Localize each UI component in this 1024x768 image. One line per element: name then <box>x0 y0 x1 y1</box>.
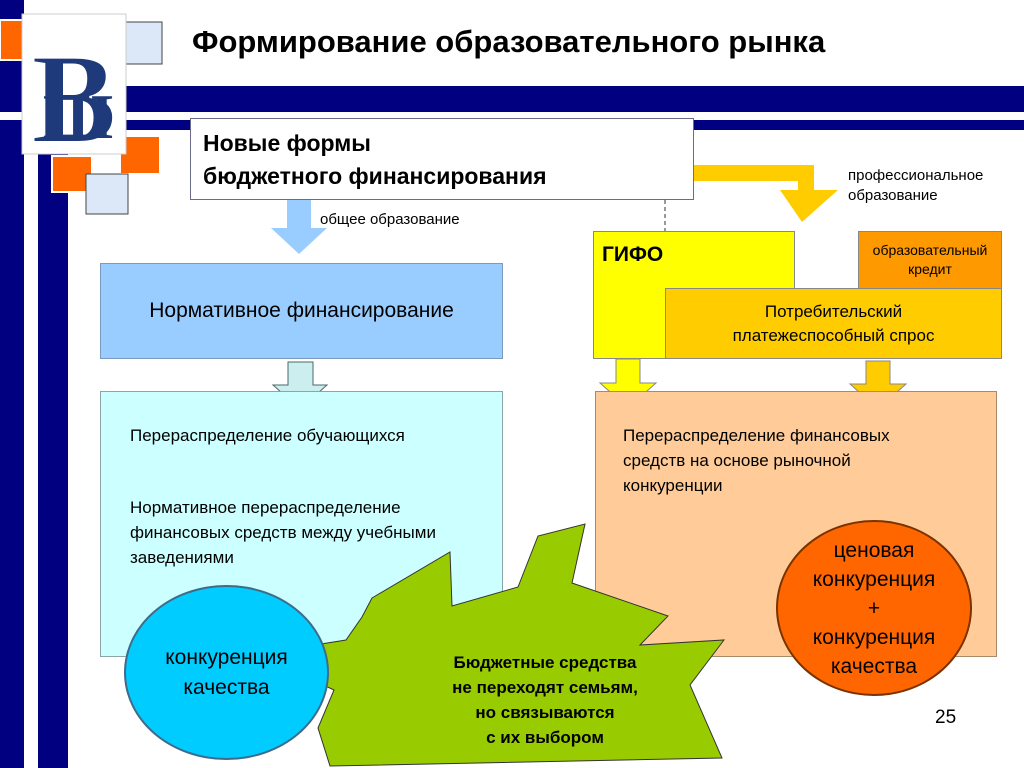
left-white-stripe <box>24 0 38 768</box>
price-competition-circle: ценовая конкуренция + конкуренция качест… <box>776 520 972 696</box>
new-forms-line1: Новые формы <box>203 130 371 156</box>
price-competition-line1: ценовая <box>833 538 915 562</box>
svg-text:В: В <box>31 28 116 170</box>
gifo-label: ГИФО <box>602 243 664 266</box>
professional-education-label: профессиональное образование <box>848 166 983 206</box>
light-square-top <box>119 21 163 65</box>
price-competition-line2: конкуренция <box>812 567 936 591</box>
professional-education-line1: профессиональное <box>848 167 984 184</box>
redistribution-funds-line3: конкуренции <box>623 476 723 495</box>
callout-line1: Бюджетные средства <box>453 653 637 672</box>
normative-financing-label: Нормативное финансирование <box>149 299 454 322</box>
header-white-gap <box>0 112 1024 120</box>
quality-competition-line1: конкуренция <box>165 645 288 669</box>
left-navy-band-inner <box>38 150 68 768</box>
svg-text:Ш: Ш <box>43 81 113 152</box>
price-competition-line4: конкуренция <box>812 625 936 649</box>
header-navy-band <box>0 86 1024 112</box>
page-number: 25 <box>935 707 957 728</box>
callout-line3: но связываются <box>475 703 615 722</box>
arrow-professional-education <box>694 165 838 222</box>
university-logo: В Ш <box>21 13 127 171</box>
educational-credit-line1: образовательный <box>872 242 988 258</box>
consumer-demand-line2: платежеспособный спрос <box>732 325 935 345</box>
redistribution-funds-line1: Перераспределение финансовых <box>623 426 890 445</box>
normative-redistribution-line3: заведениями <box>130 548 234 567</box>
educational-credit-line2: кредит <box>908 261 952 277</box>
general-education-label: общее образование <box>320 211 460 228</box>
budget-callout-text: Бюджетные средства не переходят семьям, … <box>400 650 690 750</box>
callout-line2: не переходят семьям, <box>452 678 638 697</box>
redistribution-students-text: Перераспределение обучающихся <box>130 426 405 445</box>
normative-redistribution-line2: финансовых средств между учебными <box>130 523 436 542</box>
callout-line4: с их выбором <box>486 728 604 747</box>
quality-competition-line2: качества <box>183 675 270 699</box>
quality-competition-circle: конкуренция качества <box>124 585 329 760</box>
redistribution-funds-text: Перераспределение финансовых средств на … <box>623 423 890 498</box>
consumer-demand-line1: Потребительский <box>764 301 903 321</box>
educational-credit-box: образовательный кредит <box>858 231 1002 289</box>
page-title: Формирование образовательного рынка <box>192 24 826 59</box>
professional-education-line2: образование <box>848 187 938 204</box>
orange-square-mid <box>119 135 161 175</box>
redistribution-funds-line2: средств на основе рыночной <box>623 451 851 470</box>
normative-financing-box: Нормативное финансирование <box>100 263 503 359</box>
arrow-general-education <box>271 200 327 254</box>
normative-redistribution-text: Нормативное перераспределение финансовых… <box>130 495 436 570</box>
orange-square-left <box>51 155 93 193</box>
new-forms-box: Новые формы бюджетного финансирования <box>190 118 694 200</box>
price-competition-line3: + <box>867 596 881 620</box>
price-competition-line5: качества <box>830 654 918 678</box>
consumer-demand-box: Потребительский платежеспособный спрос <box>665 288 1002 359</box>
light-square-bottom <box>85 173 129 215</box>
normative-redistribution-line1: Нормативное перераспределение <box>130 498 401 517</box>
new-forms-line2: бюджетного финансирования <box>203 163 547 189</box>
